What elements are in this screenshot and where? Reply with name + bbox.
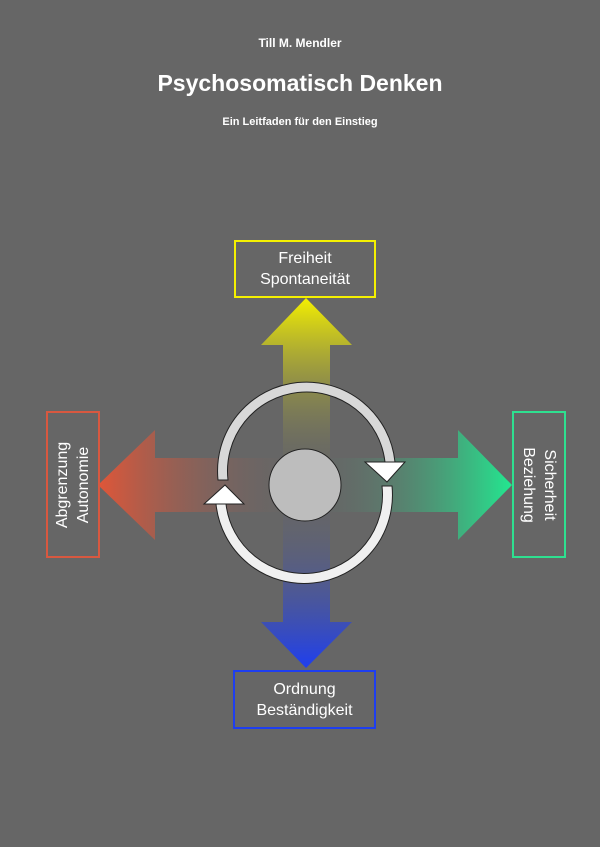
left-line1: Abgrenzung [54,441,72,528]
arrow-right [305,430,512,540]
left-line2: Autonomie [75,446,93,523]
author: Till M. Mendler [258,36,342,50]
bottom-line1: Ordnung [273,680,336,698]
right-line2: Beziehung [520,446,537,523]
top-line2: Spontaneität [260,271,350,288]
label-box-top: Freiheit Spontaneität [234,240,376,298]
right-line1: Sicherheit [541,448,558,521]
book-title: Psychosomatisch Denken [157,70,443,96]
label-box-left: Abgrenzung Autonomie [46,411,100,558]
cycle-arrows [202,381,407,584]
label-box-bottom: Ordnung Beständigkeit [233,670,376,729]
label-box-right: Sicherheit Beziehung [512,411,566,558]
top-line1: Freiheit [278,250,332,267]
subtitle: Ein Leitfaden für den Einstieg [222,116,378,128]
arrow-left [98,430,305,540]
center-circle [268,448,342,522]
bottom-line2: Beständigkeit [256,701,353,719]
